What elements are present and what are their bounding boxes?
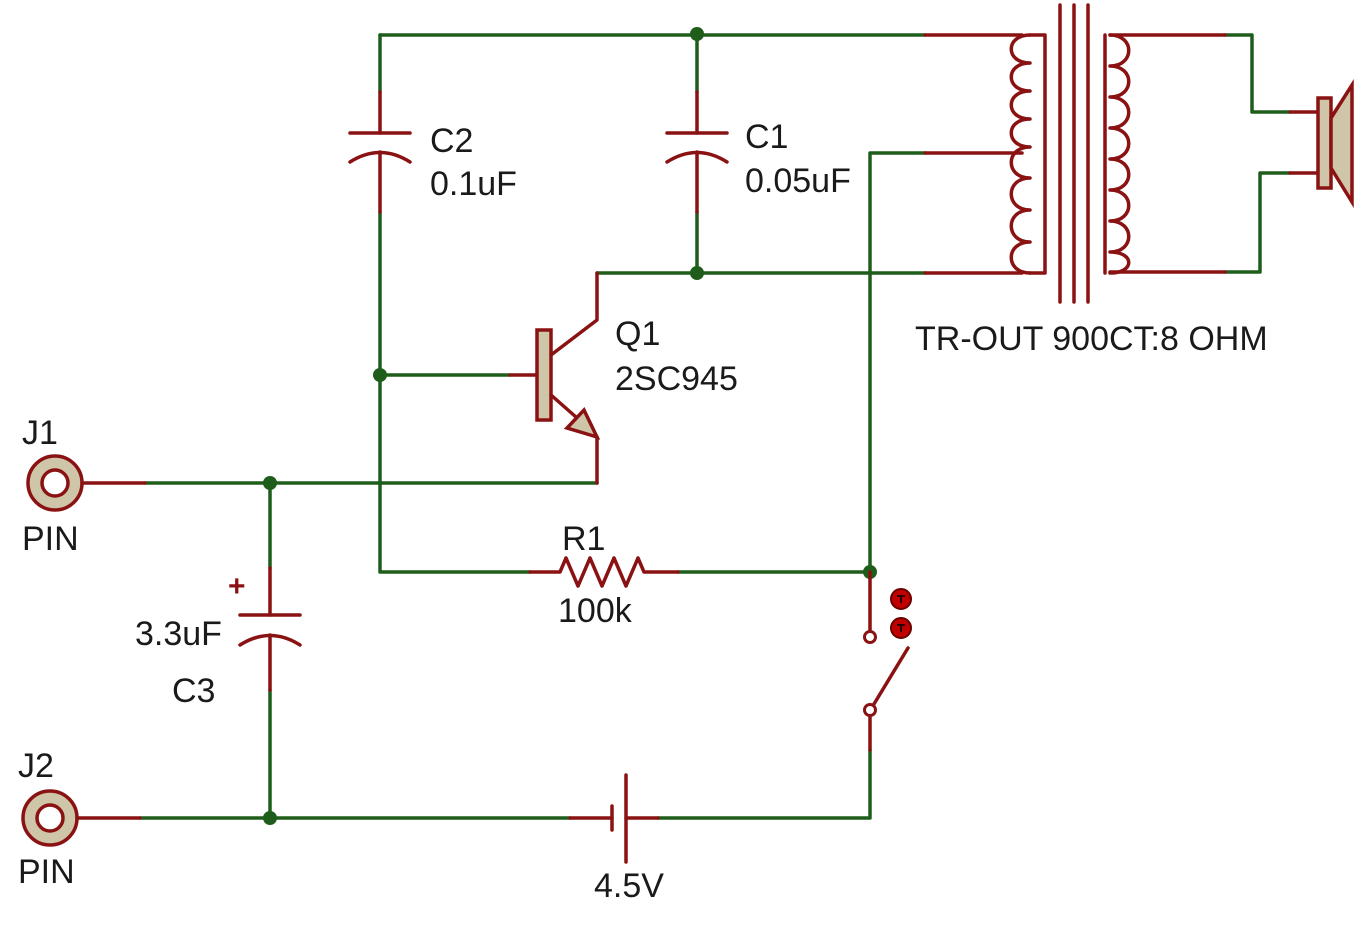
wire-c2-bottom: [378, 210, 532, 574]
c3-value-label: 3.3uF: [135, 615, 222, 653]
c2-value-label: 0.1uF: [430, 165, 517, 203]
transformer-label: TR-OUT 900CT:8 OHM: [915, 320, 1268, 358]
r1-ref-label: R1: [562, 520, 605, 558]
junction-dot: [690, 27, 704, 41]
junction-dot: [373, 368, 387, 382]
c3-ref-label: C3: [172, 672, 215, 710]
wire-battery-right: [656, 748, 872, 820]
transformer: TR-OUT 900CT:8 OHM: [915, 3, 1268, 358]
switch: [863, 570, 912, 752]
c2-ref-label: C2: [430, 122, 473, 160]
battery: 4.5V: [568, 773, 664, 905]
wire-sec-top: [1223, 33, 1292, 114]
c1-value-label: 0.05uF: [745, 162, 851, 200]
capacitor-c3: + 3.3uF C3: [135, 566, 302, 710]
q1-value-label: 2SC945: [615, 360, 738, 398]
speaker: [1288, 78, 1354, 209]
junction-dot: [263, 476, 277, 490]
transistor-q1: Q1 2SC945: [508, 271, 738, 485]
wire-center-tap: [868, 151, 927, 574]
capacitor-c2: C2 0.1uF: [348, 90, 517, 214]
j2-ref-label: J2: [18, 747, 54, 785]
battery-value-label: 4.5V: [594, 867, 664, 905]
wire-sec-bottom: [1223, 171, 1292, 274]
q1-ref-label: Q1: [615, 315, 660, 353]
resistor-r1: R1 100k: [528, 520, 680, 630]
junction-dot: [263, 811, 277, 825]
c1-ref-label: C1: [745, 118, 788, 156]
j1-ref-label: J1: [22, 414, 58, 452]
c3-polarity-label: +: [228, 570, 246, 603]
junctions: [263, 27, 877, 825]
connector-j1: J1 PIN: [22, 414, 147, 558]
j1-value-label: PIN: [22, 520, 79, 558]
junction-dot: [690, 266, 704, 280]
j2-value-label: PIN: [18, 853, 75, 891]
wires: [138, 33, 1292, 820]
connector-j2: J2 PIN: [18, 747, 142, 891]
r1-value-label: 100k: [558, 592, 633, 630]
capacitor-c1: C1 0.05uF: [665, 90, 851, 214]
